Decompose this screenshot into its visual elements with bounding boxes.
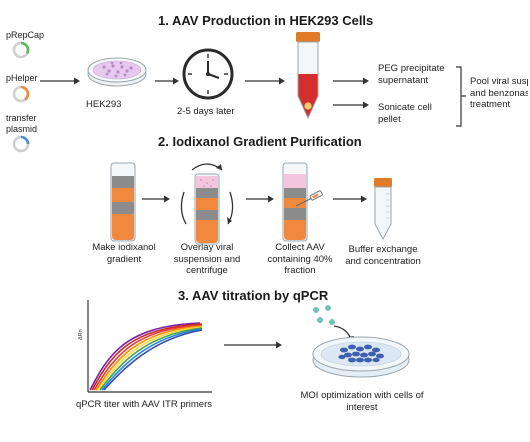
bracket bbox=[456, 66, 466, 127]
qpcr-label: qPCR titer with AAV ITR primers bbox=[75, 399, 213, 410]
cells-label: HEK293 bbox=[86, 99, 122, 110]
arrow-plasmids-to-cells bbox=[40, 77, 80, 85]
plasmid-label-reprap: pRepCap bbox=[6, 30, 45, 40]
section1-title: 1. AAV Production in HEK293 Cells bbox=[158, 13, 374, 28]
cell-culture-dish-icon bbox=[87, 57, 147, 87]
timer-label: 2-5 days later bbox=[177, 106, 235, 117]
plasmid-reprap-icon bbox=[12, 41, 30, 59]
arrow-tube-to-outputs bbox=[333, 77, 369, 109]
concentrator-tube-icon bbox=[374, 178, 392, 241]
step-buffer-exchange-label: Buffer exchange and concentration bbox=[345, 244, 421, 267]
plasmid-phelper-icon bbox=[12, 85, 30, 103]
sonicate-pellet-label: Sonicate cell pellet bbox=[378, 102, 432, 125]
clock-icon bbox=[182, 48, 234, 100]
conical-tube-icon bbox=[296, 32, 320, 120]
qpcr-amplification-plot: ΔRn bbox=[78, 300, 212, 393]
collect-fraction-tube-icon bbox=[282, 162, 323, 242]
arrow-step1-to-step2 bbox=[142, 195, 170, 203]
step-overlay-centrifuge-label: Overlay viral suspension and centrifuge bbox=[173, 242, 241, 276]
plasmid-label-transfer: transfer plasmid bbox=[6, 113, 38, 134]
gradient-tube-icon bbox=[110, 162, 136, 242]
arrow-timer-to-tube bbox=[245, 77, 285, 85]
arrow-cells-to-timer bbox=[155, 77, 179, 85]
pool-label-clip: Pool viral suspension and benzonase trea… bbox=[470, 76, 528, 111]
arrow-step3-to-step4 bbox=[333, 195, 367, 203]
qpcr-axis-label: ΔRn bbox=[78, 329, 84, 340]
arrow-qpcr-to-moi bbox=[224, 341, 282, 349]
moi-label: MOI optimization with cells of interest bbox=[300, 390, 424, 413]
step-make-gradient-label: Make iodixanol gradient bbox=[92, 242, 156, 265]
step-collect-fraction-label: Collect AAV containing 40% fraction bbox=[267, 242, 333, 276]
centrifuge-tube-icon bbox=[180, 163, 234, 245]
moi-dish-icon bbox=[312, 305, 410, 378]
pool-label: Pool viral suspension and benzonase trea… bbox=[470, 76, 528, 110]
section3-title: 3. AAV titration by qPCR bbox=[178, 288, 329, 303]
peg-precipitate-label: PEG precipitate supernatant bbox=[378, 63, 445, 86]
section2-title: 2. Iodixanol Gradient Purification bbox=[158, 134, 362, 149]
plasmid-label-phelper: pHelper bbox=[6, 73, 38, 83]
arrow-step2-to-step3 bbox=[246, 195, 274, 203]
plasmid-transfer-icon bbox=[12, 135, 30, 153]
